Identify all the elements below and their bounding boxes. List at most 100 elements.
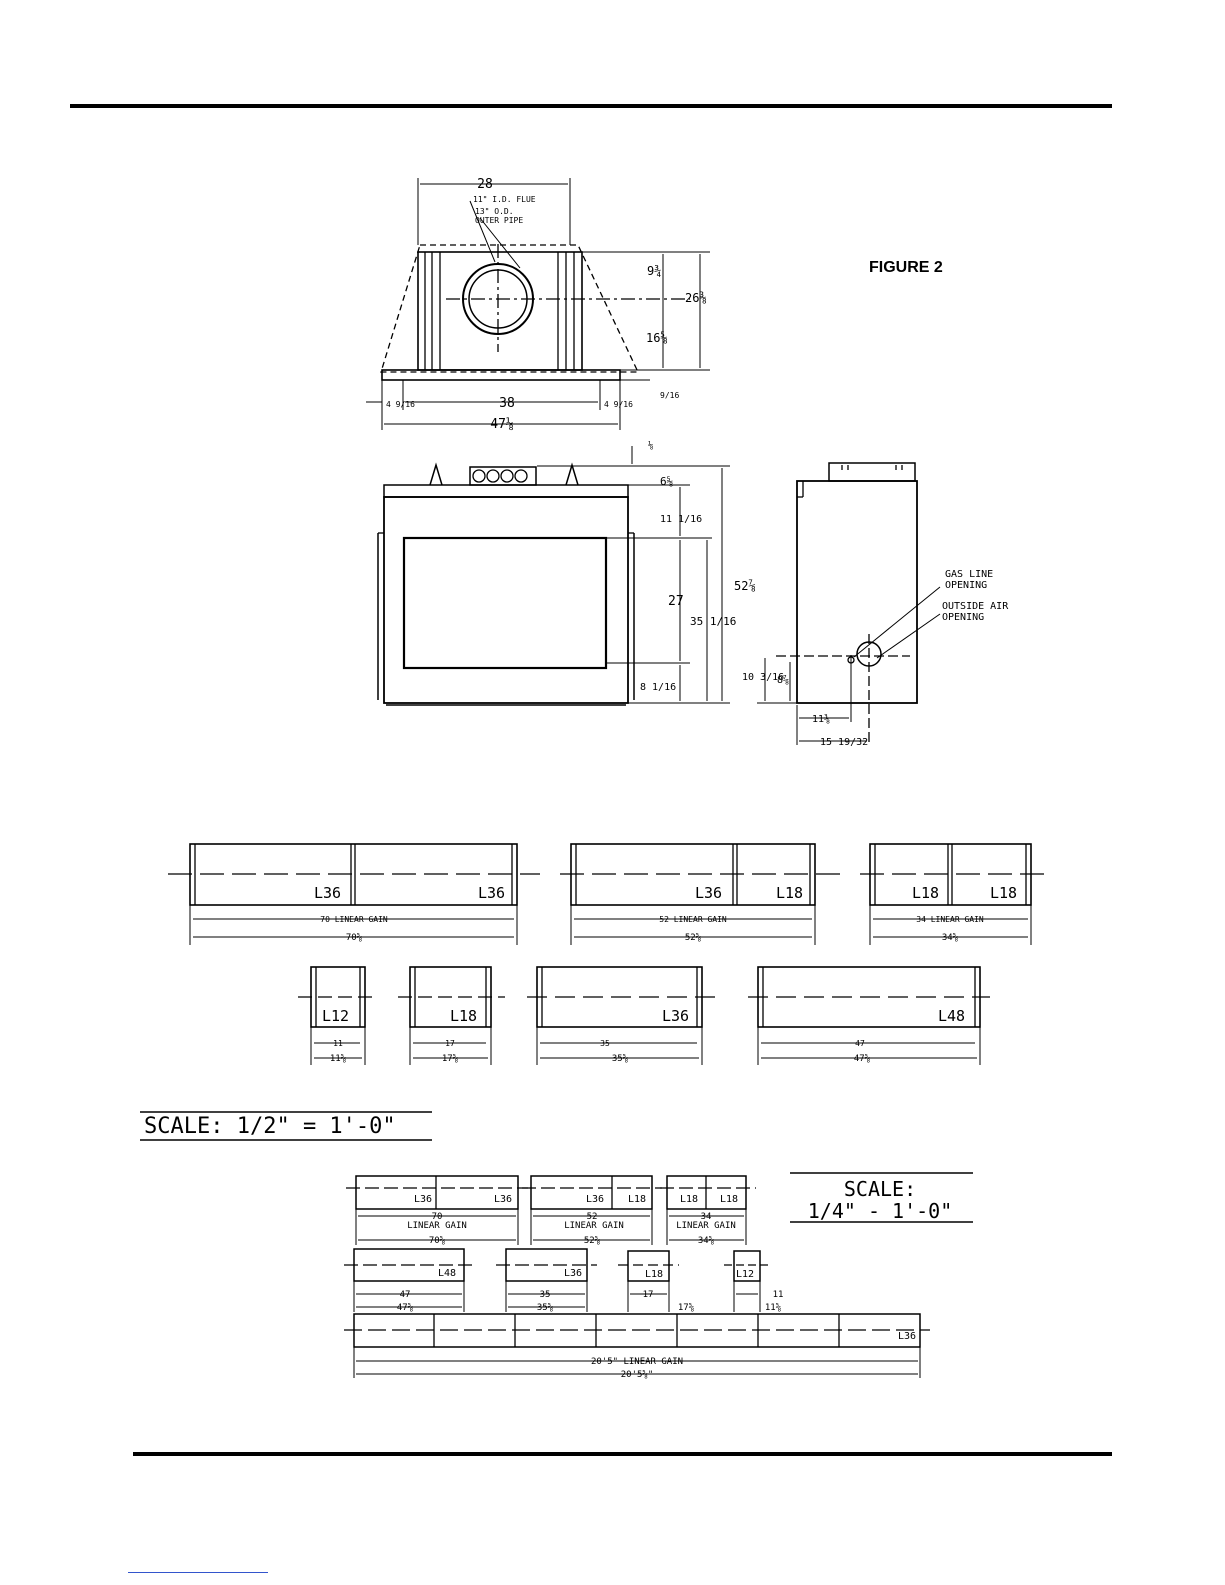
small-l36-overall: 35⅝ bbox=[537, 1303, 553, 1313]
small-c2-gain-value: 52 bbox=[587, 1212, 598, 1222]
large-c1-gain: 70 LINEAR GAIN bbox=[320, 915, 388, 924]
top-chase-outline bbox=[380, 244, 640, 373]
small-c1-seg-b: L36 bbox=[494, 1194, 512, 1205]
small-l36-gain: 35 bbox=[540, 1290, 551, 1300]
footer-rule bbox=[133, 1452, 1112, 1456]
large-l12-label: L12 bbox=[322, 1007, 349, 1025]
dim-opening-to-base: 35 1/16 bbox=[690, 615, 736, 628]
top-view bbox=[366, 178, 710, 430]
small-c3-gain-value: 34 bbox=[701, 1212, 712, 1222]
small-l36-label: L36 bbox=[564, 1268, 582, 1279]
large-l48-gain: 47 bbox=[855, 1039, 865, 1048]
front-view bbox=[377, 446, 730, 706]
dim-left-offset: 4 9/16 bbox=[386, 400, 415, 409]
front-glass-opening bbox=[402, 536, 608, 670]
dim-base: 8 1/16 bbox=[640, 682, 676, 693]
dim-lower-right: 16⅝ bbox=[646, 331, 668, 345]
small-c1-overall: 70⅝ bbox=[429, 1236, 445, 1246]
large-c3-overall: 34⅝ bbox=[942, 933, 958, 943]
large-l12-gain: 11 bbox=[333, 1039, 343, 1048]
figure-label: FIGURE 2 bbox=[869, 259, 943, 276]
large-l36-label: L36 bbox=[662, 1007, 689, 1025]
small-c1-seg-a: L36 bbox=[414, 1194, 432, 1205]
label-gas-line-1: GAS LINE bbox=[945, 569, 993, 580]
small-l48-overall: 47⅝ bbox=[397, 1303, 413, 1313]
dim-side-height-b: 8⅞ bbox=[777, 674, 789, 686]
large-c2-seg-b: L18 bbox=[776, 884, 803, 902]
small-l12-label: L12 bbox=[736, 1269, 754, 1280]
large-l36-gain: 35 bbox=[600, 1039, 610, 1048]
small-long-overall: 20'5⅝" bbox=[621, 1370, 654, 1380]
front-flue-collar bbox=[469, 466, 537, 486]
top-base-plate bbox=[381, 369, 621, 381]
dim-side-height-a: 10 3/16 bbox=[742, 672, 784, 683]
small-l48-gain: 47 bbox=[400, 1290, 411, 1300]
small-c1-gain-text: LINEAR GAIN bbox=[407, 1221, 467, 1231]
dim-top-gap: ⅛ bbox=[648, 441, 653, 451]
small-c2-seg-a: L36 bbox=[586, 1194, 604, 1205]
label-outside-air-2: OPENING bbox=[942, 612, 984, 623]
small-long-gain: 20'5" LINEAR GAIN bbox=[591, 1357, 683, 1367]
dim-base-step: 9/16 bbox=[660, 391, 679, 400]
header-rule bbox=[70, 104, 1112, 108]
small-long-label: L36 bbox=[898, 1331, 916, 1342]
dim-top-width: 28 bbox=[477, 177, 493, 192]
side-body bbox=[796, 480, 918, 704]
large-c1-seg-a: L36 bbox=[314, 884, 341, 902]
small-l12-overall: 11⅝ bbox=[765, 1303, 781, 1313]
large-c1-overall: 70⅝ bbox=[346, 933, 362, 943]
dim-opening: 27 bbox=[668, 594, 684, 609]
small-l18-label: L18 bbox=[645, 1269, 663, 1280]
large-l18-overall: 17⅝ bbox=[442, 1054, 458, 1064]
small-scale-line-2: 1/4" - 1'-0" bbox=[808, 1199, 953, 1223]
front-body bbox=[383, 496, 629, 704]
dim-right-offset: 4 9/16 bbox=[604, 400, 633, 409]
label-outer-pipe-2: OUTER PIPE bbox=[475, 216, 523, 225]
small-l12-gain: 11 bbox=[773, 1290, 784, 1300]
footer-link-underline bbox=[128, 1572, 268, 1573]
small-c2-overall: 52⅝ bbox=[584, 1236, 600, 1246]
large-scale-label: SCALE: 1/2" = 1'-0" bbox=[144, 1114, 396, 1139]
dim-upper-frame: 11 1/16 bbox=[660, 514, 702, 525]
large-l48-label: L48 bbox=[938, 1007, 965, 1025]
dim-inner-width: 38 bbox=[499, 396, 515, 411]
large-c2-gain: 52 LINEAR GAIN bbox=[659, 915, 727, 924]
label-outside-air-1: OUTSIDE AIR bbox=[942, 601, 1009, 612]
label-gas-line-2: OPENING bbox=[945, 580, 987, 591]
large-c2-overall: 52⅝ bbox=[685, 933, 701, 943]
dim-top-height: 26⅜ bbox=[685, 291, 707, 305]
side-view bbox=[757, 462, 941, 745]
small-c3-seg-a: L18 bbox=[680, 1194, 698, 1205]
dim-overall-width: 47⅛ bbox=[490, 417, 514, 432]
small-c3-gain-text: LINEAR GAIN bbox=[676, 1221, 736, 1231]
large-l48-overall: 47⅝ bbox=[854, 1054, 870, 1064]
small-c3-seg-b: L18 bbox=[720, 1194, 738, 1205]
large-l18-label: L18 bbox=[450, 1007, 477, 1025]
dim-side-back-a: 11⅜ bbox=[812, 713, 830, 725]
small-l48-label: L48 bbox=[438, 1268, 456, 1279]
dim-upper-right: 9¾ bbox=[647, 264, 661, 278]
dim-top-band: 6⅝ bbox=[660, 475, 674, 488]
large-l18-gain: 17 bbox=[445, 1039, 455, 1048]
small-c3-overall: 34⅝ bbox=[698, 1236, 714, 1246]
drawing-labels: 28 11" I.D. FLUE 13" O.D. OUTER PIPE 9¾ … bbox=[144, 177, 1017, 1380]
large-c3-seg-b: L18 bbox=[990, 884, 1017, 902]
large-c2-seg-a: L36 bbox=[695, 884, 722, 902]
large-c1-seg-b: L36 bbox=[478, 884, 505, 902]
small-c2-gain-text: LINEAR GAIN bbox=[564, 1221, 624, 1231]
small-scale-combos bbox=[344, 1172, 973, 1378]
small-scale-line-1: SCALE: bbox=[844, 1177, 916, 1201]
large-c3-seg-a: L18 bbox=[912, 884, 939, 902]
large-c3-gain: 34 LINEAR GAIN bbox=[916, 915, 984, 924]
label-outer-pipe-1: 13" O.D. bbox=[475, 207, 514, 216]
label-flue: 11" I.D. FLUE bbox=[473, 195, 536, 204]
dim-total-height: 52⅞ bbox=[734, 579, 756, 593]
dim-side-back-b: 15 19/32 bbox=[820, 737, 868, 748]
large-scale-combos bbox=[140, 843, 1045, 1141]
large-l12-overall: 11⅝ bbox=[330, 1054, 346, 1064]
small-l18-overall: 17⅝ bbox=[678, 1303, 694, 1313]
large-l36-overall: 35⅝ bbox=[612, 1054, 628, 1064]
small-c2-seg-b: L18 bbox=[628, 1194, 646, 1205]
front-top-band bbox=[383, 484, 629, 498]
